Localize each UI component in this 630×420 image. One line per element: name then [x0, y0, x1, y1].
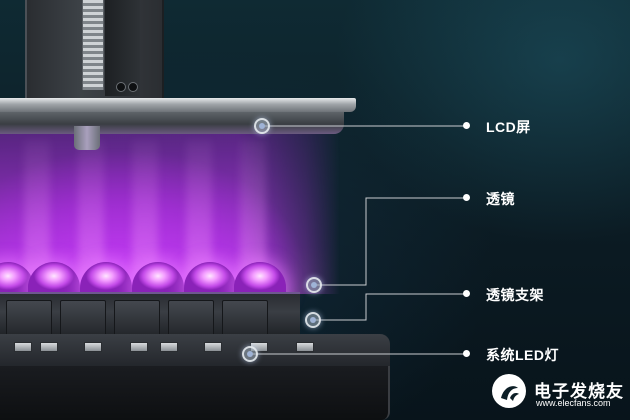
led-marker: [242, 346, 258, 362]
lcd-center-fitting: [74, 126, 100, 150]
led-chip: [204, 342, 222, 352]
watermark-name: 电子发烧友: [534, 382, 624, 401]
screw-head: [128, 82, 138, 92]
led-chip: [160, 342, 178, 352]
elecfans-logo-glyph: [501, 386, 519, 401]
screw-head: [116, 82, 126, 92]
lens-holder-marker: [305, 312, 321, 328]
uv-beam: [240, 140, 266, 280]
led-chip: [130, 342, 148, 352]
elecfans-logo-icon: [492, 374, 526, 408]
led-chip: [14, 342, 32, 352]
uv-beam: [24, 140, 50, 280]
uv-beam: [132, 140, 158, 280]
uv-beam: [186, 140, 212, 280]
holder-slot: [114, 300, 160, 336]
lcd-label-dot: [463, 122, 470, 129]
led-chip: [40, 342, 58, 352]
led-board: [0, 334, 390, 368]
lens-leader-line: [314, 197, 465, 286]
lcd-marker: [254, 118, 270, 134]
uv-beam: [78, 140, 104, 280]
led-label-dot: [463, 350, 470, 357]
led-chip: [296, 342, 314, 352]
z-axis-rail: [105, 0, 140, 96]
watermark-url: www.elecfans.com: [536, 398, 611, 408]
lens-label-dot: [463, 194, 470, 201]
lens-label: 透镜: [486, 191, 515, 207]
printer-base: [0, 366, 390, 420]
lens-holder-label: 透镜支架: [486, 287, 544, 303]
led-chip: [84, 342, 102, 352]
lens-marker: [306, 277, 322, 293]
lens-holder-leader-line: [313, 293, 465, 321]
led-label: 系统LED灯: [486, 347, 559, 363]
holder-slot: [222, 300, 268, 336]
lens-holder-label-dot: [463, 290, 470, 297]
lcd-screen-plate: [0, 98, 356, 112]
lcd-label: LCD屏: [486, 119, 531, 135]
lead-screw: [82, 0, 104, 90]
